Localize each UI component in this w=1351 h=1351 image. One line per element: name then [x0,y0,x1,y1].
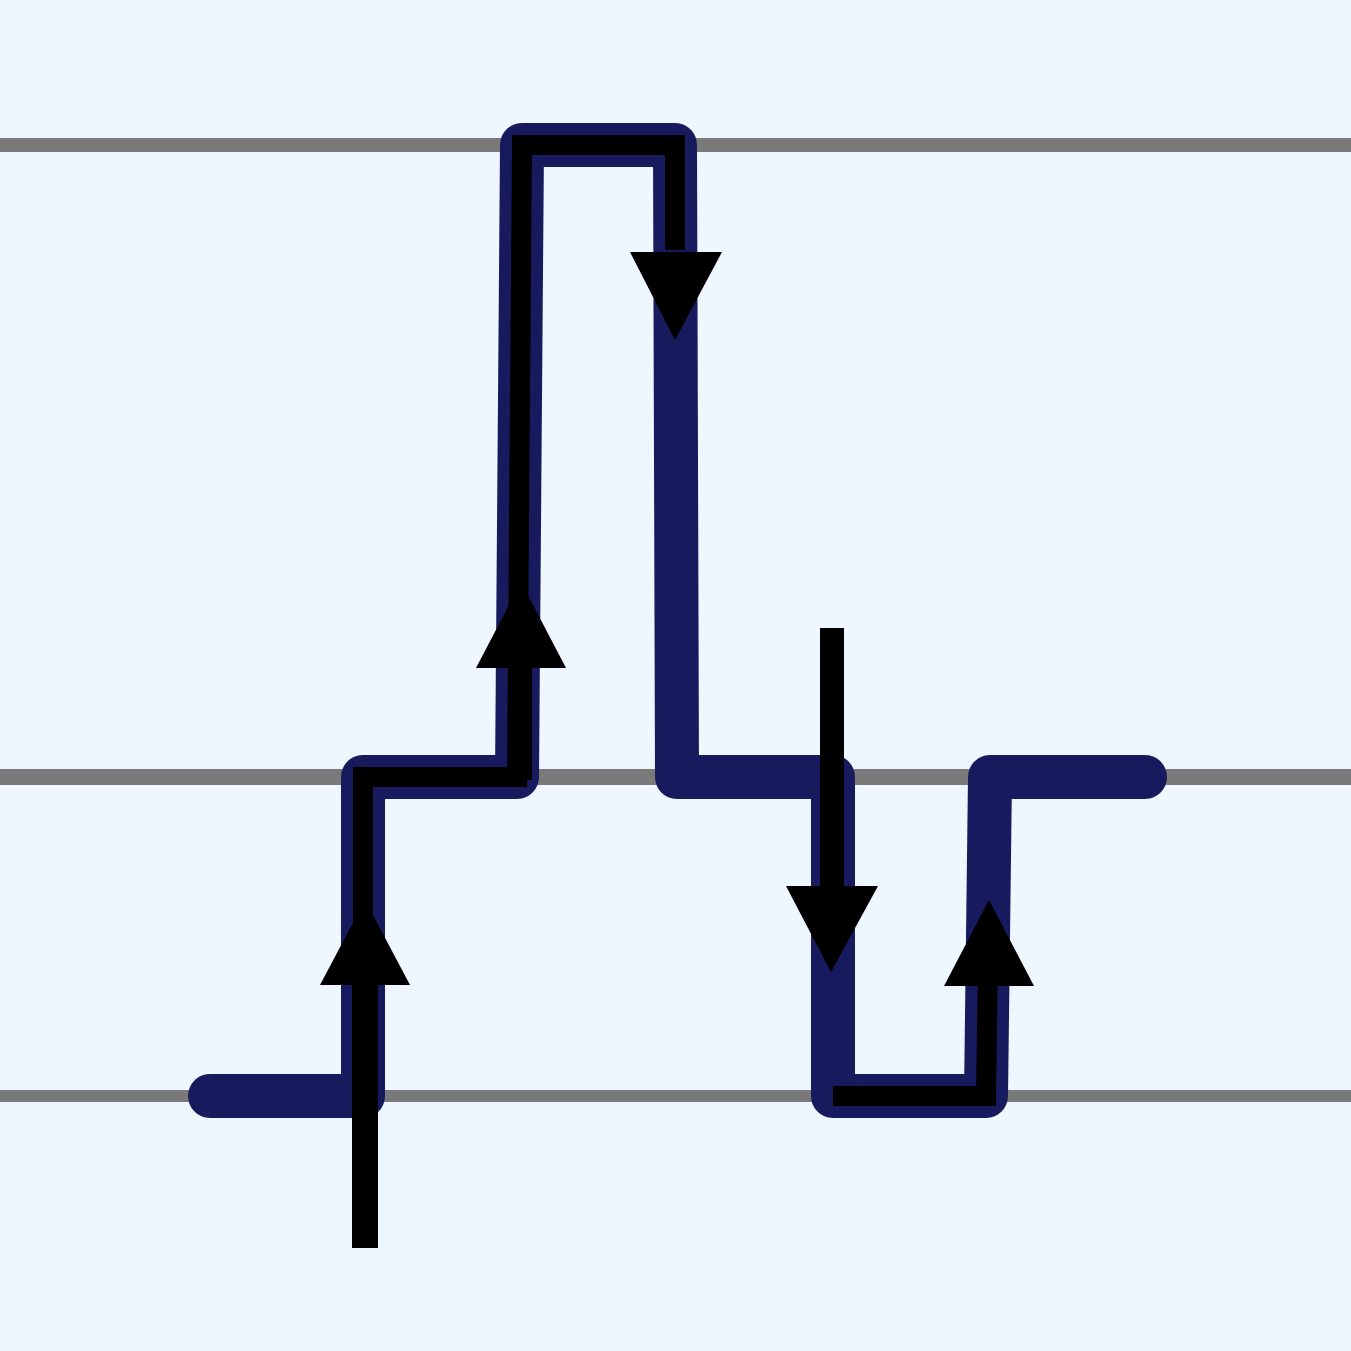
down-arrow-icon [786,886,878,972]
down-arrow-icon [630,252,722,340]
state-path-trace-lower [833,959,998,1106]
up-arrow-icon [944,900,1034,986]
state-path-trace [353,135,685,1096]
transition-arrow-3 [630,252,722,340]
transition-arrow-5 [944,900,1034,986]
transition-arrow-4 [786,628,878,972]
up-arrow-icon [320,900,410,985]
transition-arrow-1 [320,900,410,1248]
transition-arrow-2 [476,582,566,780]
up-arrow-icon [476,582,566,668]
